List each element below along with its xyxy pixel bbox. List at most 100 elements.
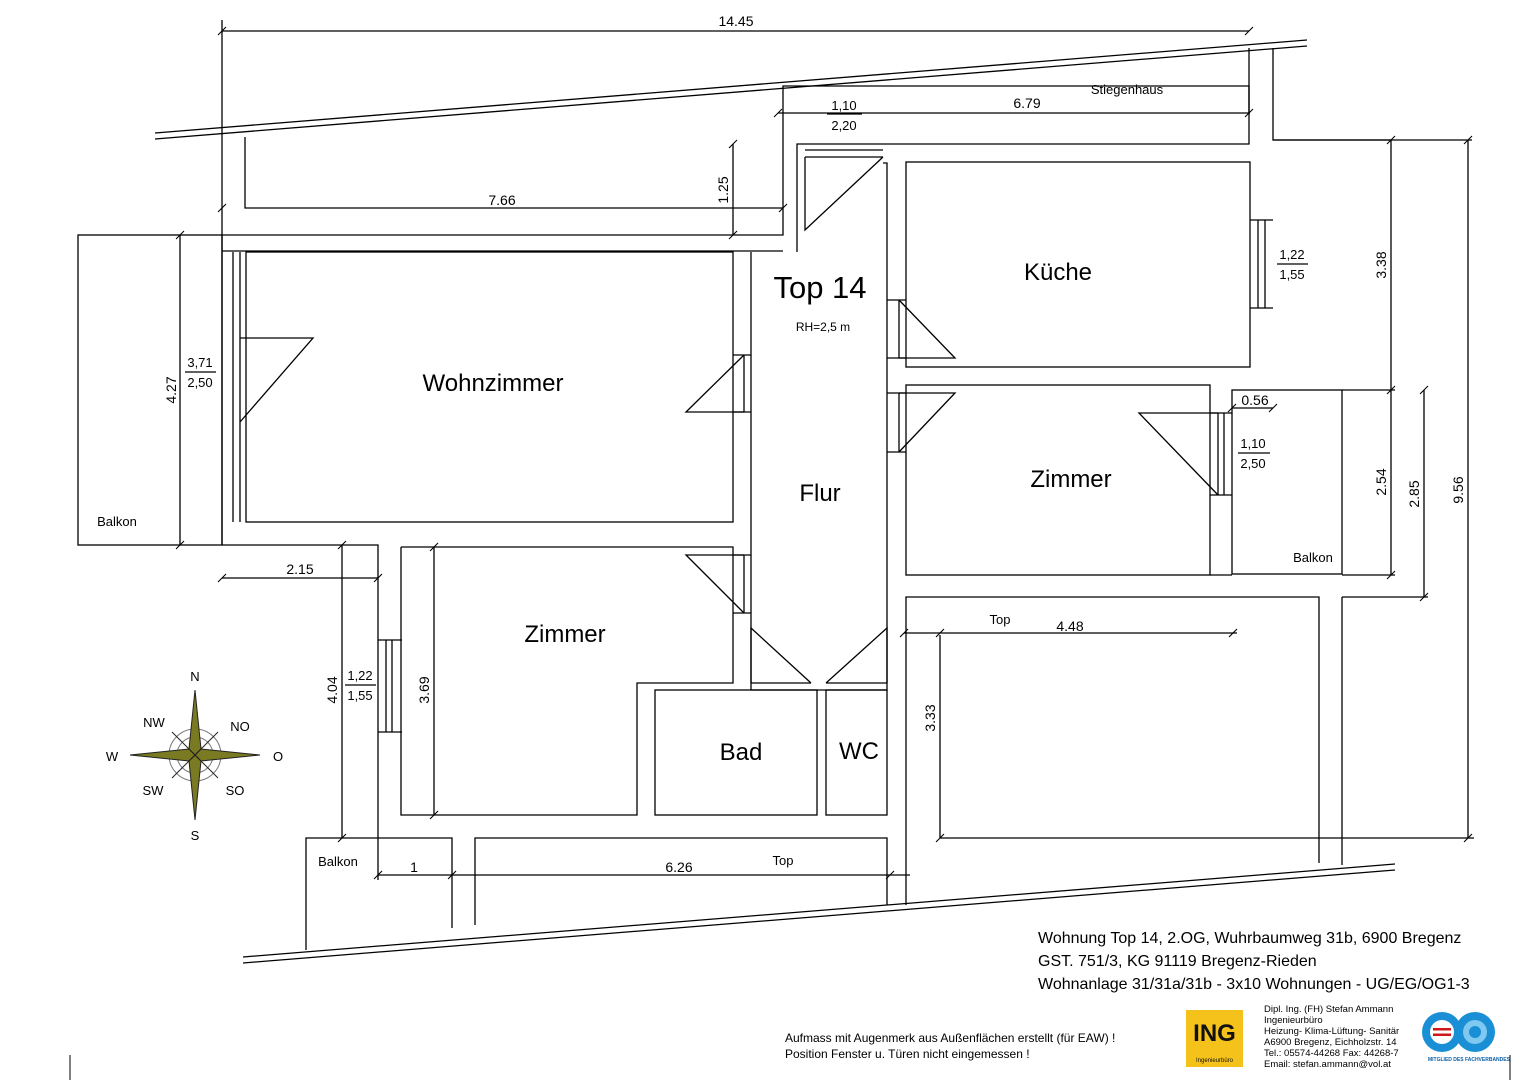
- dim-text-left-offset: 2.15: [286, 561, 313, 577]
- wc-door-swing: [825, 626, 888, 684]
- project-info-line1: Wohnung Top 14, 2.OG, Wuhrbaumweg 31b, 6…: [1038, 930, 1462, 947]
- win-zl-den: 1,55: [347, 688, 372, 703]
- dim-text-zr-height: 2.54: [1373, 468, 1389, 495]
- room-height: RH=2,5 m: [796, 320, 850, 334]
- zl-door-swing: [684, 554, 745, 614]
- member-seal-icon: [1422, 1012, 1495, 1052]
- win-zr-num: 1,10: [1240, 436, 1265, 451]
- balkon-right: [1231, 389, 1343, 575]
- win-kueche-num: 1,22: [1279, 247, 1304, 262]
- win-zr-den: 2,50: [1240, 456, 1265, 471]
- zimmer-left-room: [400, 546, 734, 816]
- compass-o: O: [273, 749, 283, 764]
- dim-text-zl-inner: 3.69: [416, 676, 432, 703]
- dim-text-zl-height: 4.04: [324, 676, 340, 703]
- balkon-left: [77, 234, 223, 546]
- wohn-balkon-door: [239, 337, 315, 423]
- project-info-line3: Wohnanlage 31/31a/31b - 3x10 Wohnungen -…: [1038, 976, 1470, 993]
- dim-text-right-height: 3.33: [922, 704, 938, 731]
- compass-n: N: [190, 669, 199, 684]
- dim-text-bottom-width: 6.26: [665, 859, 692, 875]
- bottom-boundary-line: [242, 863, 1396, 958]
- label-balkon-left: Balkon: [97, 514, 137, 529]
- upper-corridor-wall: [244, 137, 783, 209]
- ing-logo: ING Ingenieurbüro: [1186, 1010, 1243, 1067]
- room-wc: WC: [839, 738, 879, 765]
- win-zl-num: 1,22: [347, 668, 372, 683]
- flur-walls: [750, 162, 888, 691]
- dim-text-bottom-small: 1: [410, 859, 418, 875]
- dim-text-wohn-width: 7.66: [488, 192, 515, 208]
- zr-door-balkon: [1137, 412, 1219, 496]
- top-boundary-line-2: [154, 45, 1308, 140]
- compass-so: SO: [226, 783, 245, 798]
- dim-text-stair-width: 6.79: [1013, 95, 1040, 111]
- room-wohnzimmer: Wohnzimmer: [423, 370, 564, 397]
- ing-logo-sub: Ingenieurbüro: [1195, 1058, 1234, 1064]
- room-zimmer-left: Zimmer: [524, 621, 605, 648]
- win-wohn-den: 2,50: [187, 375, 212, 390]
- dim-text-total-height: 9.56: [1450, 476, 1466, 503]
- dim-text-zr-outer: 2.85: [1406, 480, 1422, 507]
- entry-door-swing: [804, 156, 884, 232]
- company-line6: Email: stefan.ammann@vol.at: [1264, 1059, 1391, 1070]
- company-line2: Ingenieurbüro: [1264, 1015, 1323, 1026]
- compass-nw: NW: [143, 715, 165, 730]
- dim-text-right-width: 4.48: [1056, 618, 1083, 634]
- balkon-bottom: [305, 837, 453, 950]
- company-line3: Heizung- Klima-Lüftung- Sanitär: [1264, 1026, 1400, 1037]
- label-balkon-bottom: Balkon: [318, 854, 358, 869]
- survey-note-line1: Aufmass mit Augenmerk aus Außenflächen e…: [785, 1031, 1116, 1045]
- entry-wall: [796, 143, 883, 252]
- top-bottom-outline: [474, 837, 888, 925]
- kueche-room: [905, 161, 1251, 368]
- dim-text-corr-depth: 1.25: [715, 176, 731, 203]
- compass-sw: SW: [143, 783, 165, 798]
- win-wohn-num: 3,71: [187, 355, 212, 370]
- company-line4: A6900 Bregenz, Eichholzstr. 14: [1264, 1037, 1397, 1048]
- project-info-line2: GST. 751/3, KG 91119 Bregenz-Rieden: [1038, 953, 1317, 970]
- room-bad: Bad: [720, 739, 763, 766]
- bottom-boundary-line-2: [242, 869, 1396, 964]
- label-balkon-right: Balkon: [1293, 550, 1333, 565]
- compass-w: W: [106, 749, 119, 764]
- wohn-door-swing: [684, 354, 745, 413]
- top-title: Top 14: [773, 270, 866, 305]
- survey-note-line2: Position Fenster u. Türen nicht eingemes…: [785, 1047, 1030, 1061]
- compass-no: NO: [230, 719, 250, 734]
- room-kueche: Küche: [1024, 259, 1092, 286]
- dim-text-total-width: 14.45: [718, 13, 753, 29]
- zimmer-left-outer: [222, 544, 379, 830]
- k-door-swing: [898, 299, 957, 359]
- room-flur: Flur: [799, 480, 840, 507]
- stair-wall: [782, 85, 1250, 145]
- win-top-den: 2,20: [831, 118, 856, 133]
- company-line1: Dipl. Ing. (FH) Stefan Ammann: [1264, 1004, 1394, 1015]
- survey-note: Aufmass mit Augenmerk aus Außenflächen e…: [785, 1030, 1115, 1062]
- dim-text-kueche-height: 3.38: [1373, 251, 1389, 278]
- project-info: Wohnung Top 14, 2.OG, Wuhrbaumweg 31b, 6…: [1038, 927, 1518, 996]
- win-kueche-den: 1,55: [1279, 267, 1304, 282]
- label-top-bottom: Top: [773, 853, 794, 868]
- top-right-outline: [905, 596, 1320, 905]
- room-zimmer-right: Zimmer: [1030, 466, 1111, 493]
- wohnzimmer-room: [245, 251, 734, 523]
- upper-corridor-wall-2: [222, 144, 784, 236]
- label-stiegenhaus: Stiegenhaus: [1091, 82, 1164, 97]
- bad-door-swing: [750, 626, 812, 684]
- zimmer-right-room: [905, 384, 1211, 576]
- top-boundary-line: [154, 39, 1308, 134]
- company-info: Dipl. Ing. (FH) Stefan Ammann Ingenieurb…: [1264, 1004, 1399, 1070]
- compass-s: S: [191, 828, 200, 843]
- bad-room: [654, 689, 818, 816]
- dim-text-balkon-depth: 4.27: [163, 376, 179, 403]
- zr-door-swing: [898, 392, 957, 453]
- ing-logo-text: ING: [1193, 1020, 1236, 1047]
- wc-room: [825, 689, 888, 816]
- outer-right-wall: [1272, 48, 1391, 141]
- dim-text-balkon-right: 0.56: [1241, 392, 1268, 408]
- compass-icon: [129, 689, 261, 821]
- seal-text: MITGLIED DES FACHVERBANDES: [1428, 1057, 1510, 1063]
- company-line5: Tel.: 05574-44268 Fax: 44268-7: [1264, 1048, 1399, 1059]
- win-top-num: 1,10: [831, 98, 856, 113]
